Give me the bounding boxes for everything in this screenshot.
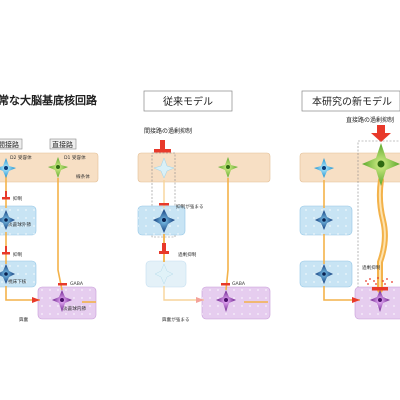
panel-title-box: [301, 90, 400, 112]
navy-neuron-gpe: [315, 210, 333, 230]
direct-axon: [225, 178, 229, 291]
label-stn: 視床下核: [8, 278, 27, 285]
indirect-axon-3: [5, 286, 40, 301]
navy-neuron-gpe: [0, 210, 15, 230]
label-direct-over: 直接路の過剰抑制: [346, 116, 394, 124]
gaba-mark: [221, 283, 230, 286]
tag-indirect-label: 間接路: [0, 140, 19, 149]
green-neuron-d1: [48, 157, 68, 178]
inhibit-mark-stn: [159, 243, 169, 254]
excite-arrow: [352, 297, 360, 303]
label-gaba: GABA: [232, 281, 246, 287]
navy-neuron-stn: [315, 264, 333, 284]
purple-neuron-gpi: [216, 290, 236, 312]
panel-normal: 常な大脳基底核回路 間接路 直接路 D2 受容体 D1 受容体 線条体 淡蒼球外…: [0, 93, 99, 323]
label-inhibit-strong: 抑制が強まる: [176, 203, 204, 210]
label-gpi: 淡蒼球内節: [63, 305, 86, 312]
panel-title: 常な大脳基底核回路: [0, 93, 98, 107]
label-inhibit1: 抑制: [13, 195, 23, 202]
faded-neuron-stn: [154, 263, 174, 285]
tag-indirect: [0, 138, 23, 150]
inhibit-mark-2: [2, 246, 10, 255]
excite-arrow: [32, 297, 40, 303]
indirect-axon-3: [163, 286, 204, 301]
label-d2: D2 受容体: [10, 154, 32, 161]
cyan-neuron-d2: [0, 158, 16, 178]
label-d1: D1 受容体: [64, 154, 86, 161]
excite-arrow-top: [371, 125, 391, 142]
cyan-neuron-striatum: [314, 158, 334, 178]
tag-direct-label: 直接路: [52, 140, 73, 149]
faded-neuron-striatum: [153, 157, 175, 179]
label-excite-strong: 興奮が強まる: [162, 316, 190, 323]
label-excite: 興奮: [19, 316, 29, 323]
label-over-inhibit: 過剰抑制: [362, 264, 381, 271]
panel-title: 従来モデル: [163, 95, 213, 108]
purple-neuron-gpi: [370, 290, 390, 312]
highlight-dashed: [151, 152, 176, 238]
striatum-box: [0, 152, 99, 183]
excite-arrow: [196, 297, 204, 303]
panel-conventional: 従来モデル 間接路の過剰抑制: [137, 90, 271, 323]
panel-title: 本研究の新モデル: [312, 95, 392, 108]
navy-neuron-gpe: [153, 209, 175, 233]
label-striatum: 線条体: [76, 173, 90, 180]
striatum-box: [137, 152, 271, 183]
navy-neuron-stn: [0, 264, 15, 284]
purple-neuron-gpi: [52, 290, 72, 312]
tag-direct: [49, 138, 77, 150]
inhibit-mark-1: [2, 191, 10, 200]
label-indirect-over: 間接路の過剰抑制: [144, 127, 192, 135]
inhibit-mark-gpi: [372, 287, 388, 291]
label-inhibit2: 抑制: [13, 251, 23, 258]
label-gpe: 淡蒼球外節: [8, 221, 31, 228]
gaba-release-dots: [365, 277, 393, 285]
inhibit-mark-gpe: [159, 203, 169, 206]
green-neuron-d1-large: [362, 143, 400, 186]
panel-new-model: 本研究の新モデル 直接路の過剰抑制: [299, 90, 400, 320]
label-over-inhibit: 過剰抑制: [178, 251, 197, 258]
panel-title-box: [143, 90, 233, 112]
indirect-axon-3: [323, 286, 360, 301]
direct-axon: [57, 178, 63, 291]
green-neuron-d1: [218, 157, 238, 178]
inhibit-mark-top: [154, 140, 171, 153]
gaba-mark: [58, 283, 67, 286]
label-gaba: GABA: [70, 281, 84, 287]
